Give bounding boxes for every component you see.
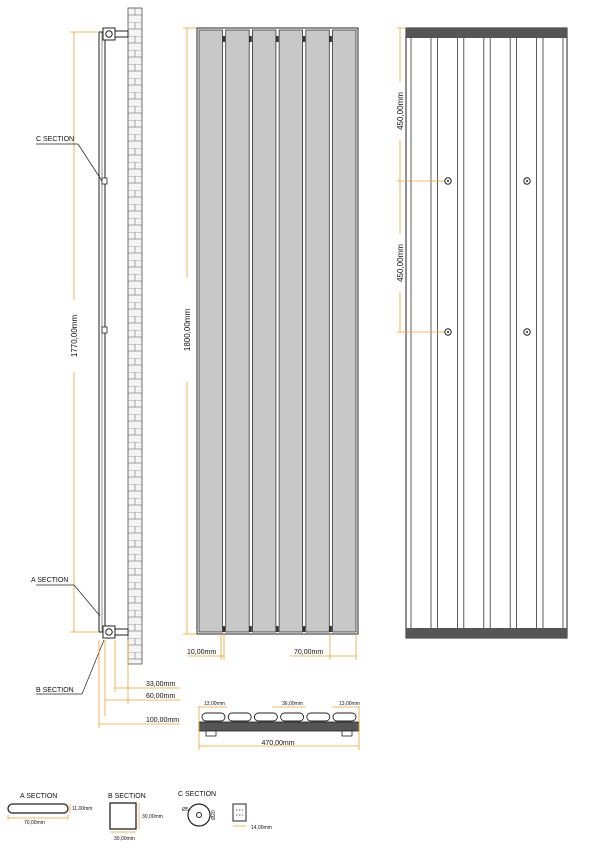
front-height-label: 1800,00mm — [183, 309, 192, 352]
a-section-height: 11,00mm — [72, 806, 92, 812]
panel-connector — [249, 36, 252, 42]
front-panel — [278, 29, 304, 633]
back-view: 450,00mm 450,00mm — [396, 27, 568, 639]
back-top-bar — [406, 28, 567, 38]
panel-connector — [222, 36, 226, 42]
panel-connector — [302, 36, 306, 42]
wall-bracket-dimension: 33,00mm — [146, 681, 175, 688]
c-section-label: C SECTION — [36, 136, 74, 143]
top-view-foot-left — [205, 730, 217, 737]
c-section-diameter-label: Ø20 — [211, 810, 217, 820]
side-height-label: 1770,00mm — [70, 315, 79, 358]
panel-connector — [276, 626, 279, 632]
front-panel — [251, 29, 277, 633]
front-background-frame — [196, 27, 359, 635]
c-section-detail: C SECTION Ø5 Ø20 14,00mm — [178, 791, 272, 831]
panel-connector — [329, 36, 332, 42]
front-panels — [198, 29, 357, 633]
top-view: 13,00mm 36,00mm 13,00mm 470,00mm — [198, 701, 360, 750]
panel-connector — [249, 626, 252, 632]
b-section-width: 30,00mm — [114, 836, 135, 842]
lower-spacing-label: 450,00mm — [396, 244, 405, 282]
top-left-offset: 13,00mm — [204, 701, 225, 707]
top-total-width: 470,00mm — [261, 740, 294, 747]
front-panel — [332, 29, 357, 633]
top-bracket — [102, 27, 129, 41]
c-section-width: 14,00mm — [251, 825, 272, 831]
back-tube-lines — [410, 38, 564, 628]
a-section-label: A SECTION — [31, 577, 68, 584]
mid-section-marker — [101, 326, 108, 334]
c-section-title: C SECTION — [178, 791, 216, 798]
brick-wall — [127, 7, 143, 665]
gap-dimension: 10,00mm — [187, 649, 216, 656]
panel-connector — [329, 626, 332, 632]
top-view-tube — [253, 712, 278, 722]
b-section-label: B SECTION — [36, 687, 74, 694]
top-view-dimensions — [198, 706, 360, 750]
wall-total-dimension: 100,00mm — [146, 717, 179, 724]
front-bottom-dimensions — [188, 634, 357, 660]
depth-dimensions — [98, 640, 180, 728]
top-view-tube — [332, 712, 357, 722]
c-section-hole-label: Ø5 — [182, 807, 189, 813]
side-height-dimension — [70, 31, 99, 633]
a-section-detail: A SECTION 70,00mm 11,00mm — [7, 793, 92, 826]
c-section-bracket-profile — [232, 803, 247, 822]
front-view: 1800,00mm 10,00mm 70,00mm — [183, 27, 359, 660]
top-right-offset: 13,00mm — [339, 701, 360, 707]
wall-panel-dimension: 60,00mm — [146, 693, 175, 700]
c-section-hole — [196, 812, 202, 818]
bottom-bracket — [102, 625, 129, 639]
a-section-profile — [7, 803, 69, 814]
panel-width-dimension: 70,00mm — [294, 649, 323, 656]
panel-connector — [276, 36, 279, 42]
front-panel — [225, 29, 250, 633]
b-section-detail: B SECTION 30,00mm 30,00mm — [108, 793, 163, 842]
side-view: 1770,00mm C SECTION A SECTION B SECTION … — [31, 7, 180, 728]
front-height-dimension — [183, 27, 197, 635]
top-view-foot-right — [341, 730, 353, 737]
back-dimensions — [397, 27, 444, 333]
top-view-tubes — [201, 712, 357, 722]
a-section-width: 70,00mm — [24, 820, 45, 826]
panel-connector — [302, 626, 306, 632]
top-center-spacing: 36,00mm — [282, 701, 303, 707]
b-section-title: B SECTION — [108, 793, 146, 800]
upper-spacing-label: 450,00mm — [396, 92, 405, 130]
top-view-backplate — [198, 721, 360, 732]
top-view-tube — [280, 712, 305, 722]
b-section-height: 30,00mm — [142, 814, 163, 820]
a-section-title: A SECTION — [20, 793, 57, 800]
b-section-profile — [109, 802, 137, 830]
top-view-tube — [201, 712, 226, 722]
top-view-tube — [227, 712, 252, 722]
front-panel — [305, 29, 330, 633]
c-section-marker — [101, 177, 108, 185]
top-view-tube — [306, 712, 331, 722]
back-bottom-bar — [406, 628, 567, 638]
back-frame — [405, 27, 568, 639]
front-panel — [198, 29, 223, 633]
panel-connector — [222, 626, 226, 632]
